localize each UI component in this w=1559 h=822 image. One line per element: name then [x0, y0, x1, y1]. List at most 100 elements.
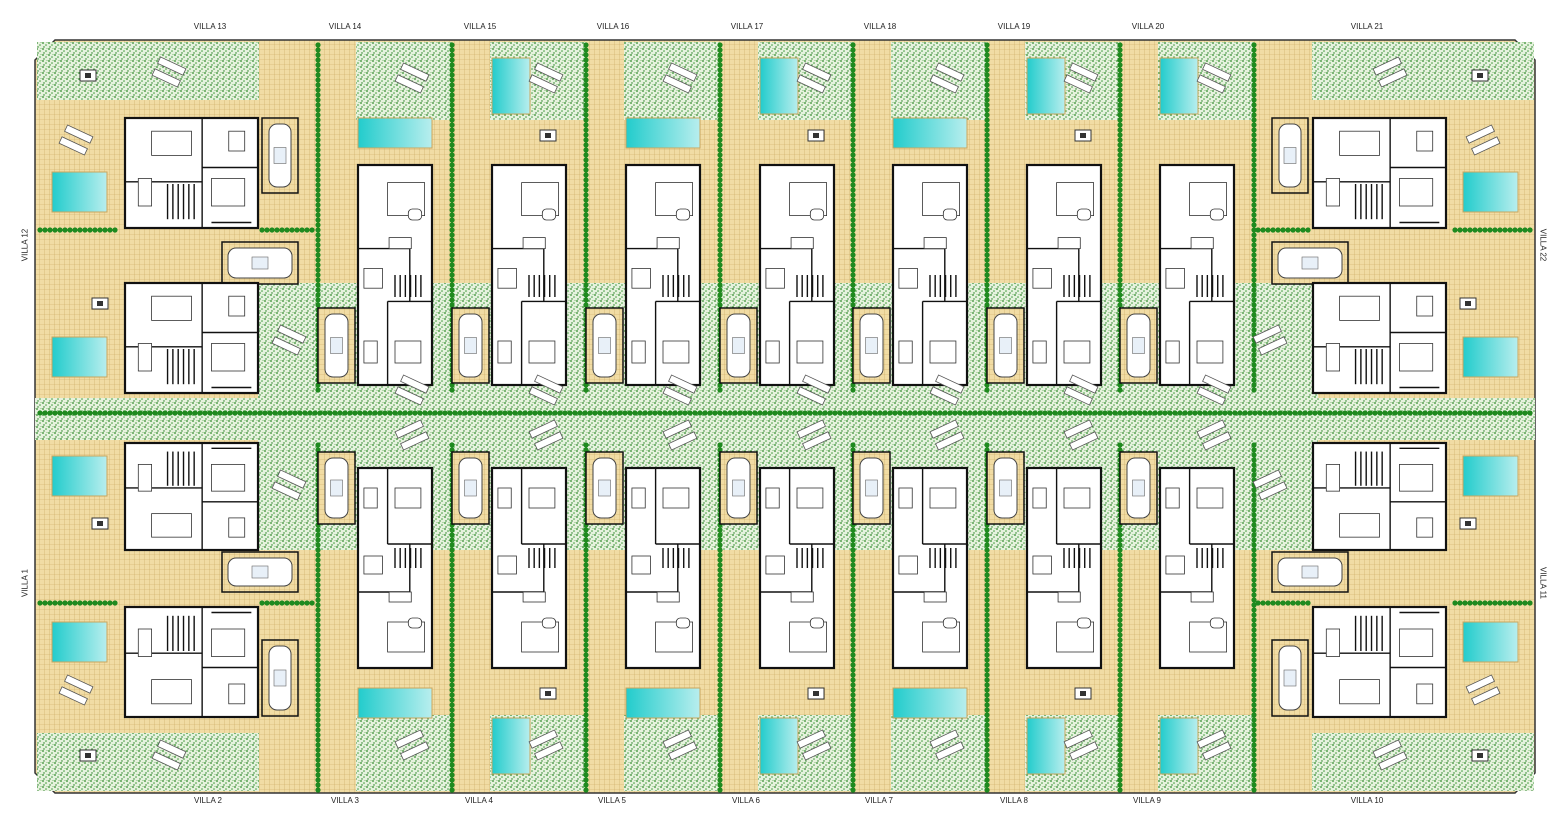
hedge-shrub	[982, 410, 988, 416]
car-windshield	[732, 337, 745, 354]
hedge-shrub	[1452, 410, 1458, 416]
hedge-shrub	[717, 757, 723, 763]
hedge-shrub	[284, 227, 290, 233]
hedge-shrub	[717, 527, 723, 533]
hedge-shrub	[984, 197, 990, 203]
hedge-shrub	[1251, 302, 1257, 308]
sun-lounger-icon	[802, 431, 832, 451]
hedge-shrub	[984, 237, 990, 243]
hedge-shrub	[1492, 410, 1498, 416]
hedge-shrub	[1251, 112, 1257, 118]
sun-lounger-icon	[1252, 469, 1282, 489]
hedge-shrub	[1117, 57, 1123, 63]
hedge-shrub	[1317, 410, 1323, 416]
hedge-shrub	[1251, 132, 1257, 138]
villa-label-top: VILLA 15	[463, 22, 497, 31]
hedge-shrub	[315, 442, 321, 448]
hedge-shrub	[583, 737, 589, 743]
hedge-shrub	[362, 410, 368, 416]
hedge-shrub	[1117, 782, 1123, 788]
hedge-shrub	[583, 657, 589, 663]
hedge-shrub	[850, 627, 856, 633]
car-windshield	[1301, 565, 1319, 579]
hedge-shrub	[984, 192, 990, 198]
hedge-shrub	[850, 752, 856, 758]
dining-table-icon	[656, 237, 680, 250]
hedge-shrub	[1487, 410, 1493, 416]
hedge-shrub	[984, 77, 990, 83]
hedge-shrub	[449, 787, 455, 793]
hedge-shrub	[1117, 202, 1123, 208]
hedge-shrub	[850, 587, 856, 593]
hedge-shrub	[1342, 410, 1348, 416]
car-windshield	[732, 479, 745, 497]
hedge-shrub	[1117, 297, 1123, 303]
sun-lounger-icon	[929, 386, 959, 406]
hedge-shrub	[850, 442, 856, 448]
hedge-shrub	[1117, 262, 1123, 268]
hedge-shrub	[984, 687, 990, 693]
sun-lounger-icon	[1069, 431, 1099, 451]
hedge-shrub	[717, 632, 723, 638]
hedge-shrub	[717, 742, 723, 748]
hedge-shrub	[1452, 600, 1458, 606]
bathroom-fixture-icon	[228, 295, 246, 317]
hedge-shrub	[782, 410, 788, 416]
hedge-shrub	[462, 410, 468, 416]
table-center	[545, 133, 551, 138]
hedge-shrub	[1517, 227, 1523, 233]
hedge-shrub	[583, 767, 589, 773]
hedge-shrub	[315, 257, 321, 263]
hedge-shrub	[315, 682, 321, 688]
hedge-shrub	[537, 410, 543, 416]
hedge-shrub	[717, 87, 723, 93]
hedge-shrub	[1117, 727, 1123, 733]
hedge-shrub	[315, 647, 321, 653]
villa-label-bottom: VILLA 6	[731, 796, 761, 805]
dining-table-icon	[522, 591, 546, 603]
hedge-shrub	[850, 157, 856, 163]
hedge-shrub	[984, 132, 990, 138]
hedge-shrub	[717, 557, 723, 563]
hedge-shrub	[1397, 410, 1403, 416]
hedge-shrub	[717, 782, 723, 788]
hedge-shrub	[717, 687, 723, 693]
hedge-shrub	[850, 222, 856, 228]
hedge-shrub	[850, 697, 856, 703]
hedge-shrub	[315, 192, 321, 198]
hedge-shrub	[1251, 137, 1257, 143]
hedge-shrub	[1251, 317, 1257, 323]
bathroom-fixture-icon	[631, 487, 646, 509]
hedge-shrub	[1202, 410, 1208, 416]
hedge-shrub	[449, 122, 455, 128]
hedge-shrub	[583, 72, 589, 78]
car-windshield	[273, 669, 287, 687]
hedge-shrub	[315, 597, 321, 603]
hedge-shrub	[552, 410, 558, 416]
hedge-shrub	[315, 57, 321, 63]
hedge-shrub	[1251, 587, 1257, 593]
hedge-shrub	[449, 247, 455, 253]
hedge-shrub	[117, 410, 123, 416]
hedge-shrub	[1207, 410, 1213, 416]
armchair-icon	[541, 208, 557, 221]
hedge-shrub	[1295, 227, 1301, 233]
hedge-shrub	[1117, 237, 1123, 243]
hedge-shrub	[1251, 712, 1257, 718]
hedge-shrub	[850, 187, 856, 193]
hedge-shrub	[984, 162, 990, 168]
hedge-shrub	[984, 62, 990, 68]
bathroom-fixture-icon	[898, 340, 913, 364]
sun-lounger-icon	[58, 136, 88, 156]
hedge-shrub	[449, 727, 455, 733]
dining-table-icon	[923, 237, 947, 250]
hedge	[1251, 442, 1257, 793]
hedge-shrub	[984, 57, 990, 63]
hedge-shrub	[1472, 600, 1478, 606]
hedge-shrub	[897, 410, 903, 416]
hedge-shrub	[315, 602, 321, 608]
villa-label-top: VILLA 20	[1131, 22, 1165, 31]
hedge-shrub	[583, 597, 589, 603]
sun-lounger-icon	[929, 419, 959, 439]
hedge-shrub	[502, 410, 508, 416]
